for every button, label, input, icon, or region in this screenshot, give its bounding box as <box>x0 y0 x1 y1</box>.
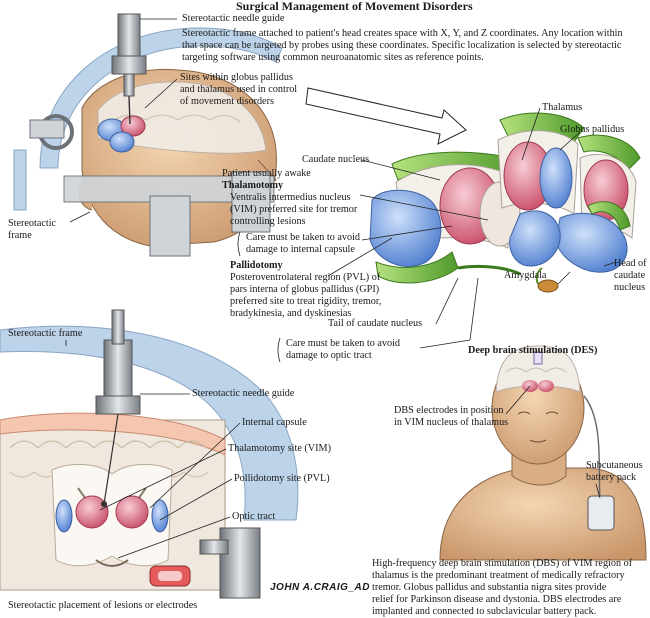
label-head-caudate-1: Head of <box>614 258 647 269</box>
head-in-frame-illustration <box>13 13 283 257</box>
pallidotomy-body-3: preferred site to treat rigidity, tremor… <box>230 296 382 307</box>
label-optic-tract: Optic tract <box>232 511 276 522</box>
dbs-battery-2: battery pack <box>586 472 637 483</box>
pallidotomy-caution-1: Care must be taken to avoid <box>286 338 401 349</box>
bottom-left-caption: Stereotactic placement of lesions or ele… <box>8 600 198 611</box>
label-sites-line-2: and thalamus used in control <box>180 84 298 95</box>
pallidotomy-body-4: bradykinesia, and dyskinesias <box>230 308 352 319</box>
label-sites-line-1: Sites within globus pallidus <box>180 72 293 83</box>
dbs-desc-4: relief for Parkinson disease and dystoni… <box>372 594 622 605</box>
pallidotomy-body-2: pars interna of globus pallidus (GPI) <box>230 284 380 295</box>
thalamotomy-caution-1: Care must be taken to avoid <box>246 232 361 243</box>
leader-lines-top <box>69 18 178 223</box>
dbs-desc-1: High-frequency deep brain stimulation (D… <box>372 558 633 569</box>
label-tail-caudate: Tail of caudate nucleus <box>328 318 423 329</box>
label-caudate-nucleus: Caudate nucleus <box>302 154 370 165</box>
label-needle-guide-bottom: Stereotactic needle guide <box>192 388 295 399</box>
dbs-heading: Deep brain stimulation (DES) <box>468 345 598 356</box>
pointer-arrow <box>305 87 467 145</box>
dbs-electrodes-1: DBS electrodes in position <box>394 405 504 416</box>
label-frame-bottom: Stereotactic frame <box>8 328 83 339</box>
label-pallidotomy-site: Pollidotomy site (PVL) <box>234 473 330 484</box>
label-frame-top-1: Stereotactic <box>8 218 57 229</box>
label-sites-line-3: of movement disorders <box>180 96 274 107</box>
pallidotomy-heading: Pallidotomy <box>230 260 283 271</box>
thalamotomy-body-2: (VIM) preferred site for tremor <box>230 204 358 215</box>
dbs-patient-illustration <box>439 345 647 561</box>
leader-lines-bottom <box>65 340 241 559</box>
label-head-caudate-2: caudate <box>614 270 646 281</box>
label-globus-pallidus: Globus pallidus <box>560 124 625 135</box>
intro-line-3: targeting software using common neuroana… <box>182 52 484 63</box>
page-title: Surgical Management of Movement Disorder… <box>236 0 473 13</box>
thalamotomy-body-1: Ventralis intermedius nucleus <box>230 192 351 203</box>
thalamotomy-heading: Thalamotomy <box>222 180 284 191</box>
dbs-electrodes-2: in VIM nucleus of thalamus <box>394 417 509 428</box>
label-amygdala: Amygdala <box>504 270 547 281</box>
pallidotomy-caution-2: damage to optic tract <box>286 350 372 361</box>
dbs-desc-5: implanted and connected to subclavicular… <box>372 606 597 617</box>
label-internal-capsule: Internal capsule <box>242 417 307 428</box>
artist-signature: JOHN A.CRAIG_AD <box>270 582 370 593</box>
thalamotomy-caution-2: damage to internal capsule <box>246 244 355 255</box>
intro-line-1: Stereotactic frame attached to patient's… <box>182 28 623 39</box>
leader-lines-middle <box>237 107 617 363</box>
thalamotomy-awake: Patient usually awake <box>222 168 311 179</box>
dbs-battery-1: Subcutaneous <box>586 460 643 471</box>
thalamotomy-body-3: controlling lesions <box>230 216 306 227</box>
intro-line-2: that space can be targeted by probes usi… <box>182 40 622 51</box>
label-frame-top-2: frame <box>8 230 32 241</box>
label-needle-guide-top: Stereotactic needle guide <box>182 13 285 24</box>
dbs-desc-3: tremor. Globus pallidus and substantia n… <box>372 582 607 593</box>
basal-ganglia-3d-illustration <box>369 112 641 293</box>
label-head-caudate-3: nucleus <box>614 282 646 293</box>
dbs-desc-2: thalamus is the predominant treatment of… <box>372 570 625 581</box>
label-thalamotomy-site: Thalamotomy site (VIM) <box>228 443 331 454</box>
pallidotomy-body-1: Posteroventrolateral region (PVL) of <box>230 272 381 283</box>
leader-lines-dbs <box>505 385 601 499</box>
label-thalamus: Thalamus <box>542 102 583 113</box>
